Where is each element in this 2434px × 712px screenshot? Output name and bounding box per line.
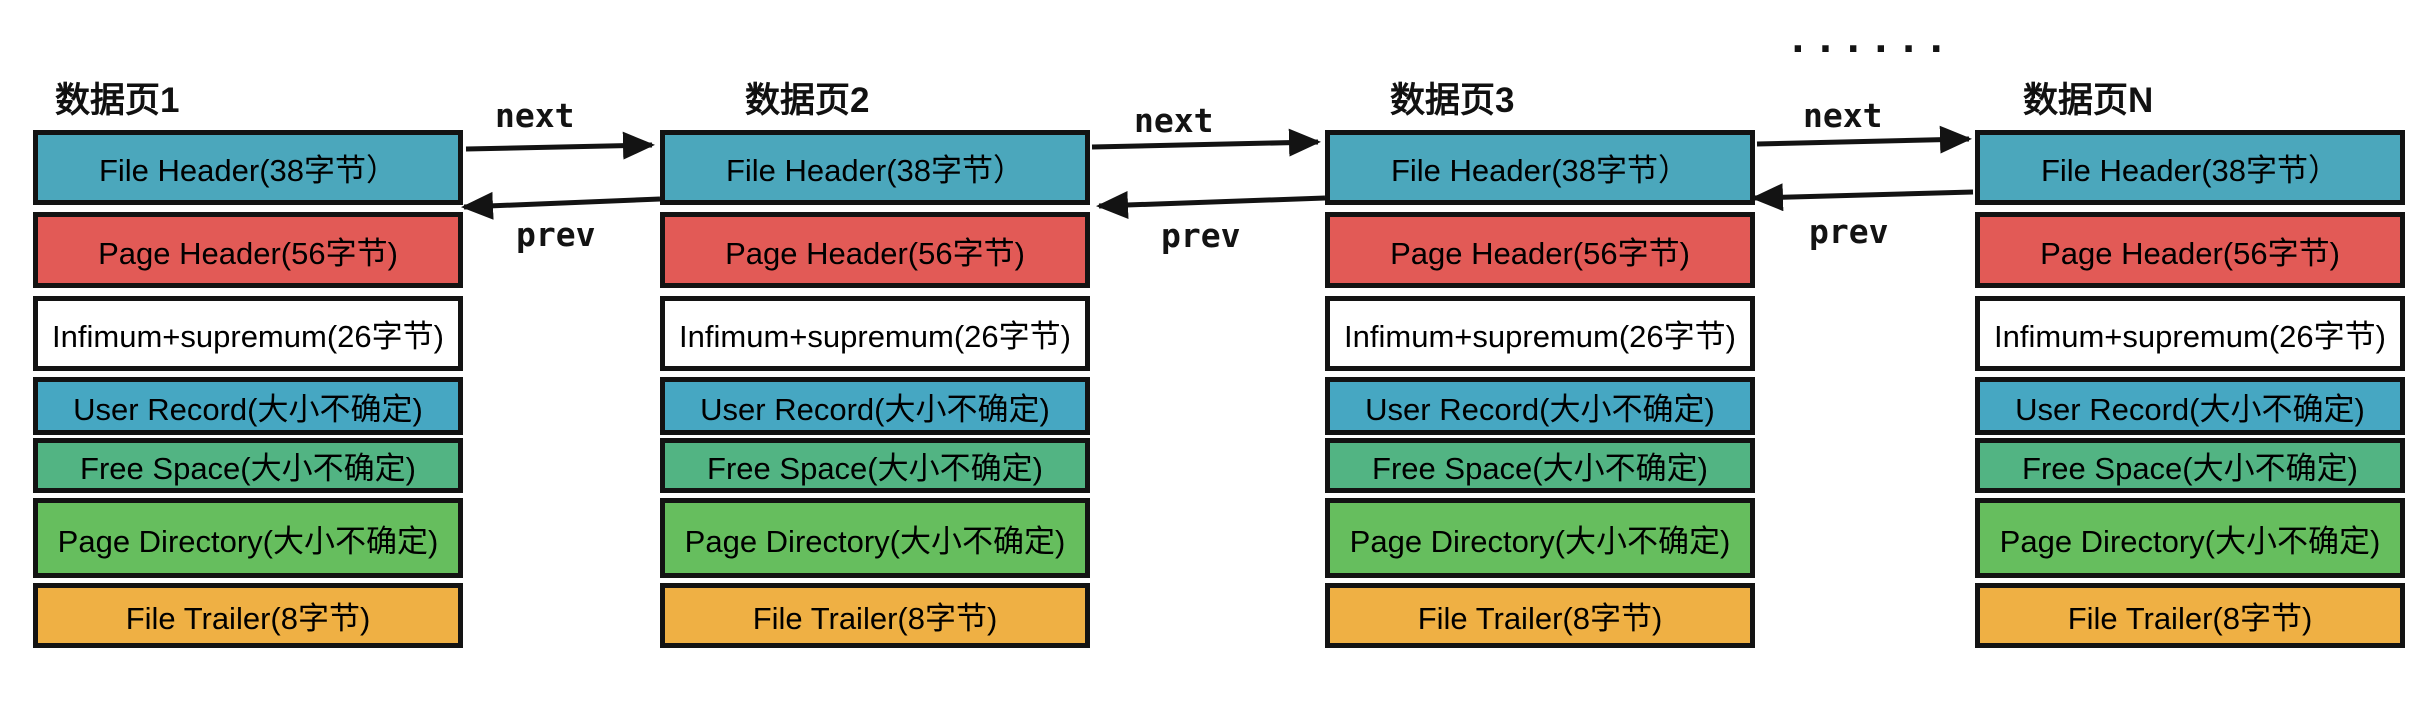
block-free-space: Free Space(大小不确定) (660, 438, 1090, 493)
block-page-header: Page Header(56字节) (1975, 212, 2405, 288)
prev-arrow-1 (461, 191, 661, 220)
block-infimum-supremum: Infimum+supremum(26字节) (33, 296, 463, 371)
next-label: next (1134, 101, 1214, 140)
block-file-header: File Header(38字节） (660, 130, 1090, 205)
page-title: 数据页2 (745, 81, 870, 120)
next-arrow-2 (1091, 128, 1321, 157)
data-page-2: 数据页2 File Header(38字节） Page Header(56字节)… (660, 0, 1090, 712)
prev-label: prev (516, 215, 596, 254)
block-page-directory: Page Directory(大小不确定) (1975, 498, 2405, 578)
block-page-header: Page Header(56字节) (660, 212, 1090, 288)
block-page-directory: Page Directory(大小不确定) (33, 498, 463, 578)
data-page-1: 数据页1 File Header(38字节） Page Header(56字节)… (33, 0, 463, 712)
block-page-directory: Page Directory(大小不确定) (660, 498, 1090, 578)
block-page-header: Page Header(56字节) (33, 212, 463, 288)
ellipsis-dots: ······ (1791, 29, 1958, 70)
block-user-record: User Record(大小不确定) (1325, 377, 1755, 435)
block-file-header: File Header(38字节） (1325, 130, 1755, 205)
page-title: 数据页3 (1390, 81, 1515, 120)
next-arrow-3 (1756, 125, 1972, 154)
block-infimum-supremum: Infimum+supremum(26字节) (1325, 296, 1755, 371)
next-label: next (1803, 96, 1883, 135)
block-page-header: Page Header(56字节) (1325, 212, 1755, 288)
block-page-directory: Page Directory(大小不确定) (1325, 498, 1755, 578)
prev-label: prev (1161, 216, 1241, 255)
block-file-trailer: File Trailer(8字节) (33, 583, 463, 648)
page-title: 数据页N (2023, 81, 2154, 120)
block-file-trailer: File Trailer(8字节) (1325, 583, 1755, 648)
block-file-trailer: File Trailer(8字节) (1975, 583, 2405, 648)
block-infimum-supremum: Infimum+supremum(26字节) (660, 296, 1090, 371)
data-page-n: 数据页N File Header(38字节） Page Header(56字节)… (1975, 0, 2405, 712)
block-infimum-supremum: Infimum+supremum(26字节) (1975, 296, 2405, 371)
prev-label: prev (1809, 212, 1889, 251)
prev-arrow-3 (1751, 183, 1974, 212)
block-user-record: User Record(大小不确定) (1975, 377, 2405, 435)
page-title: 数据页1 (55, 81, 180, 120)
data-page-3: 数据页3 File Header(38字节） Page Header(56字节)… (1325, 0, 1755, 712)
block-file-header: File Header(38字节） (33, 130, 463, 205)
block-user-record: User Record(大小不确定) (33, 377, 463, 435)
prev-arrow-2 (1096, 190, 1326, 219)
next-label: next (495, 96, 575, 135)
block-user-record: User Record(大小不确定) (660, 377, 1090, 435)
block-free-space: Free Space(大小不确定) (33, 438, 463, 493)
block-free-space: Free Space(大小不确定) (1325, 438, 1755, 493)
block-free-space: Free Space(大小不确定) (1975, 438, 2405, 493)
block-file-header: File Header(38字节） (1975, 130, 2405, 205)
block-file-trailer: File Trailer(8字节) (660, 583, 1090, 648)
next-arrow-1 (465, 131, 655, 160)
